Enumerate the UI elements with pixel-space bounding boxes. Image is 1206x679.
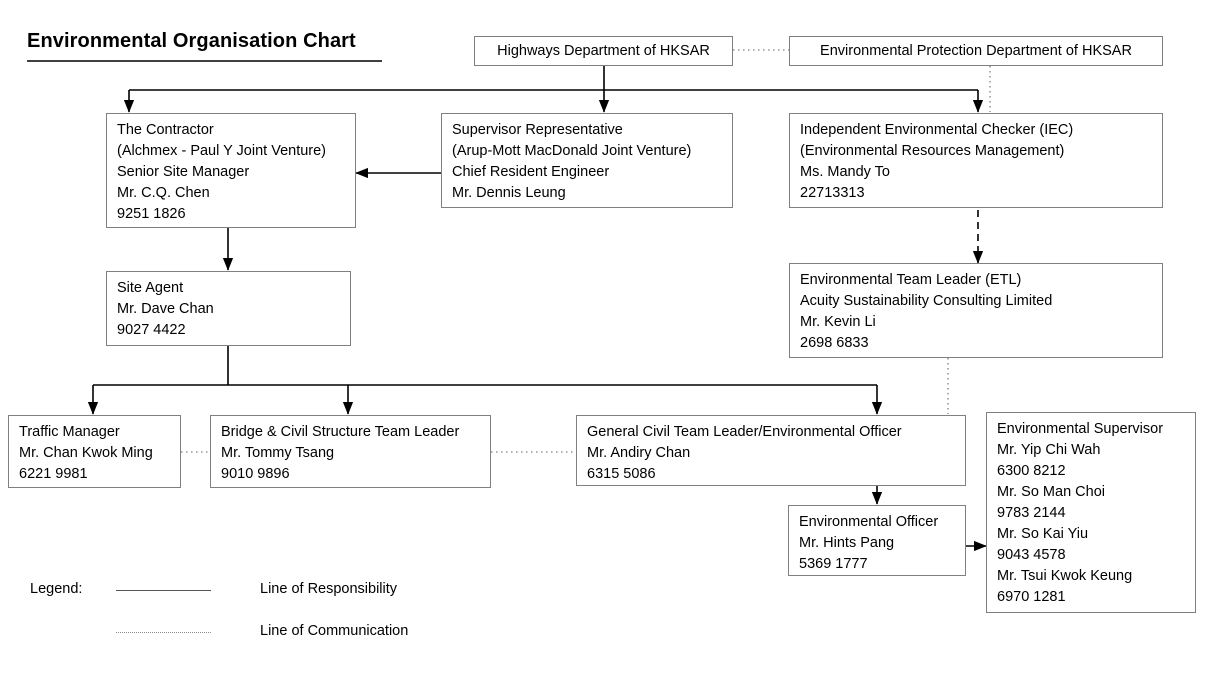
title-underline <box>27 60 382 62</box>
page-title: Environmental Organisation Chart <box>27 30 356 52</box>
box-supervisor-representative[interactable]: Supervisor Representative (Arup-Mott Mac… <box>441 113 733 208</box>
box-highways-department[interactable]: Highways Department of HKSAR <box>474 36 733 66</box>
legend-dotted-line-swatch <box>116 632 211 633</box>
box-contractor[interactable]: The Contractor (Alchmex - Paul Y Joint V… <box>106 113 356 228</box>
legend-label: Legend: <box>30 581 83 597</box>
box-bridge-civil-structure-team-leader[interactable]: Bridge & Civil Structure Team Leader Mr.… <box>210 415 491 488</box>
box-environmental-officer[interactable]: Environmental Officer Mr. Hints Pang 536… <box>788 505 966 576</box>
box-environmental-supervisor[interactable]: Environmental Supervisor Mr. Yip Chi Wah… <box>986 412 1196 613</box>
box-general-civil-team-leader[interactable]: General Civil Team Leader/Environmental … <box>576 415 966 486</box>
legend-solid-line-swatch <box>116 590 211 591</box>
box-traffic-manager[interactable]: Traffic Manager Mr. Chan Kwok Ming 6221 … <box>8 415 181 488</box>
legend-line-of-responsibility-label: Line of Responsibility <box>260 581 398 597</box>
box-environmental-team-leader[interactable]: Environmental Team Leader (ETL) Acuity S… <box>789 263 1163 358</box>
box-environmental-protection-department[interactable]: Environmental Protection Department of H… <box>789 36 1163 66</box>
box-site-agent[interactable]: Site Agent Mr. Dave Chan 9027 4422 <box>106 271 351 346</box>
box-independent-environmental-checker[interactable]: Independent Environmental Checker (IEC) … <box>789 113 1163 208</box>
legend-line-of-communication-label: Line of Communication <box>260 623 409 639</box>
